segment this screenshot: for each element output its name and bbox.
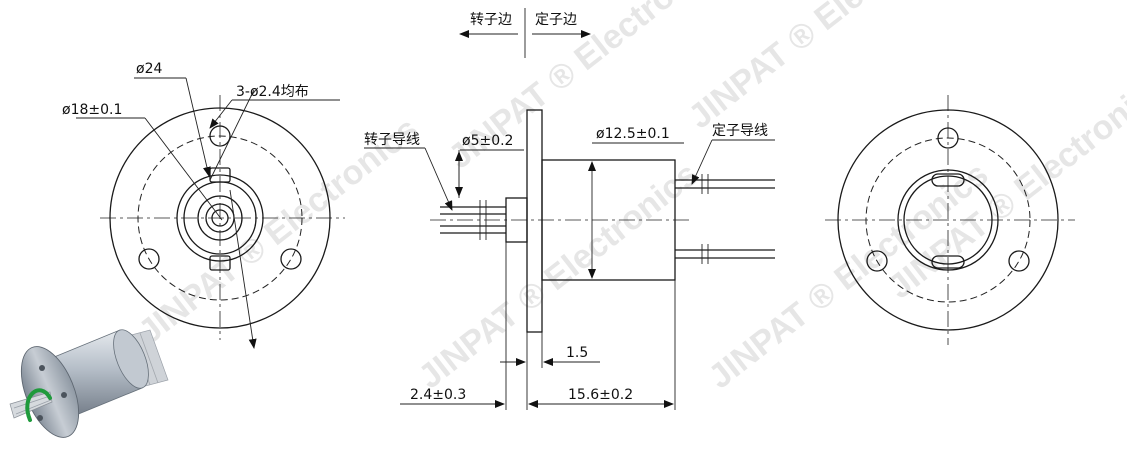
watermark-2: JINPAT ® Electronics xyxy=(412,155,706,396)
bolt-circle-rear xyxy=(865,137,1031,303)
right-view xyxy=(825,95,1075,345)
watermark-6: JINPAT ® Electronics xyxy=(882,65,1127,306)
dim-body-len: 15.6±0.2 xyxy=(568,387,633,403)
rotor-wire-label: 转子导线 xyxy=(364,132,420,148)
product-render xyxy=(9,329,169,438)
dim-flange-dia: ø24 xyxy=(136,61,162,77)
rotor-side-label: 转子边 xyxy=(470,12,512,28)
bolt-circle xyxy=(137,135,303,301)
dim-body-dia: ø12.5±0.1 xyxy=(596,126,670,142)
dim-pcd: ø18±0.1 xyxy=(62,102,122,118)
stator-side-label: 定子边 xyxy=(535,12,577,28)
stator-wire-label: 定子导线 xyxy=(712,123,768,139)
left-view: ø24 3-ø2.4均布 ø18±0.1 xyxy=(62,61,345,349)
mount-hole-top xyxy=(209,125,231,147)
mount-hole-left xyxy=(138,248,160,270)
flange-outline-rear xyxy=(837,109,1059,331)
dim-holes: 3-ø2.4均布 xyxy=(236,84,309,100)
watermark-5: JINPAT ® Electronics xyxy=(702,155,996,396)
side-view: 转子边 定子边 ø5±0.2 转子导线 xyxy=(364,8,775,410)
dim-rotor-len: 2.4±0.3 xyxy=(410,387,466,403)
dim-shaft-dia: ø5±0.2 xyxy=(462,133,513,149)
rotor-shaft xyxy=(505,197,528,243)
flange-outline xyxy=(109,107,331,329)
watermark-layer: JINPAT ® Electronics JINPAT ® Electronic… xyxy=(132,0,1127,396)
dim-flange-thk: 1.5 xyxy=(566,345,588,361)
mount-hole-right xyxy=(280,248,302,270)
watermark-4: JINPAT ® Electronics xyxy=(682,0,976,136)
